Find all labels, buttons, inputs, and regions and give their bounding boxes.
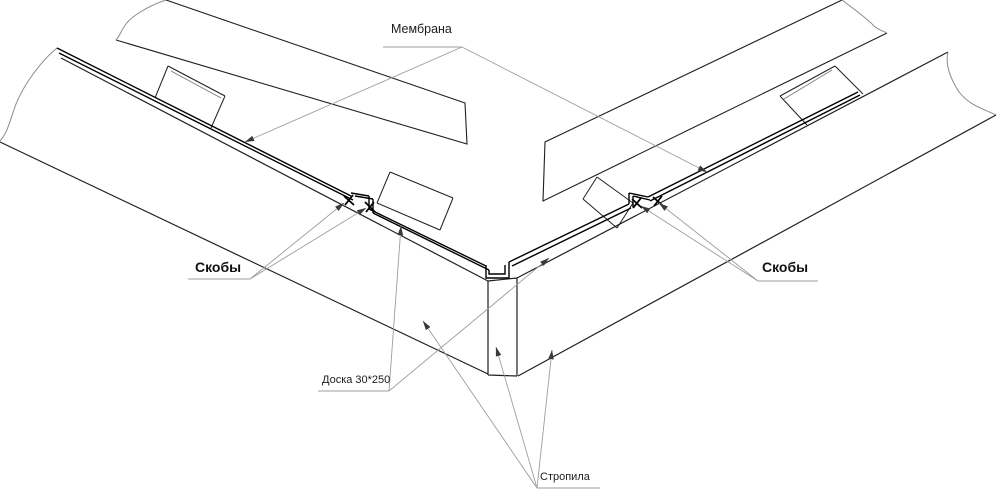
rafter-end-left-1 xyxy=(154,65,226,129)
membrane-lines-left xyxy=(56,47,490,271)
leader-staples-right-1 xyxy=(640,205,759,282)
right-board-face xyxy=(516,51,997,377)
break-line-icon xyxy=(946,51,997,116)
leader-staples-left-1 xyxy=(249,202,345,280)
rafter-end-right-1 xyxy=(582,176,634,229)
label-board: Доска 30*250 xyxy=(322,374,391,386)
corner-post xyxy=(487,277,518,377)
membrane-lines-right xyxy=(508,91,861,267)
staple-mark xyxy=(631,197,643,209)
leader-lines xyxy=(188,46,818,489)
label-membrane: Мембрана xyxy=(391,22,452,36)
leader-membrane-right xyxy=(461,46,708,173)
leader-board-1 xyxy=(388,225,404,392)
leader-rafters-2 xyxy=(495,346,538,489)
membrane-corner-channel xyxy=(485,262,510,279)
leader-membrane-left xyxy=(244,46,463,143)
left-board-face xyxy=(0,47,489,375)
staple-mark xyxy=(343,194,355,206)
leader-rafters-3 xyxy=(536,349,554,489)
right-roof-plane xyxy=(542,0,888,202)
leader-rafters-1 xyxy=(422,320,538,489)
break-line-icon xyxy=(841,0,888,34)
staple-mark xyxy=(364,201,376,213)
break-line-icon xyxy=(115,0,167,41)
leader-staples-right-2 xyxy=(658,202,759,282)
label-staples-right: Скобы xyxy=(762,259,809,275)
left-roof-plane xyxy=(115,0,468,145)
leader-staples-left-2 xyxy=(249,207,367,280)
break-line-icon xyxy=(0,47,58,142)
rafter-end-left-2 xyxy=(376,171,454,231)
label-rafters: Стропила xyxy=(540,471,590,483)
leader-board-2 xyxy=(388,257,550,392)
label-staples-left: Скобы xyxy=(195,259,242,275)
